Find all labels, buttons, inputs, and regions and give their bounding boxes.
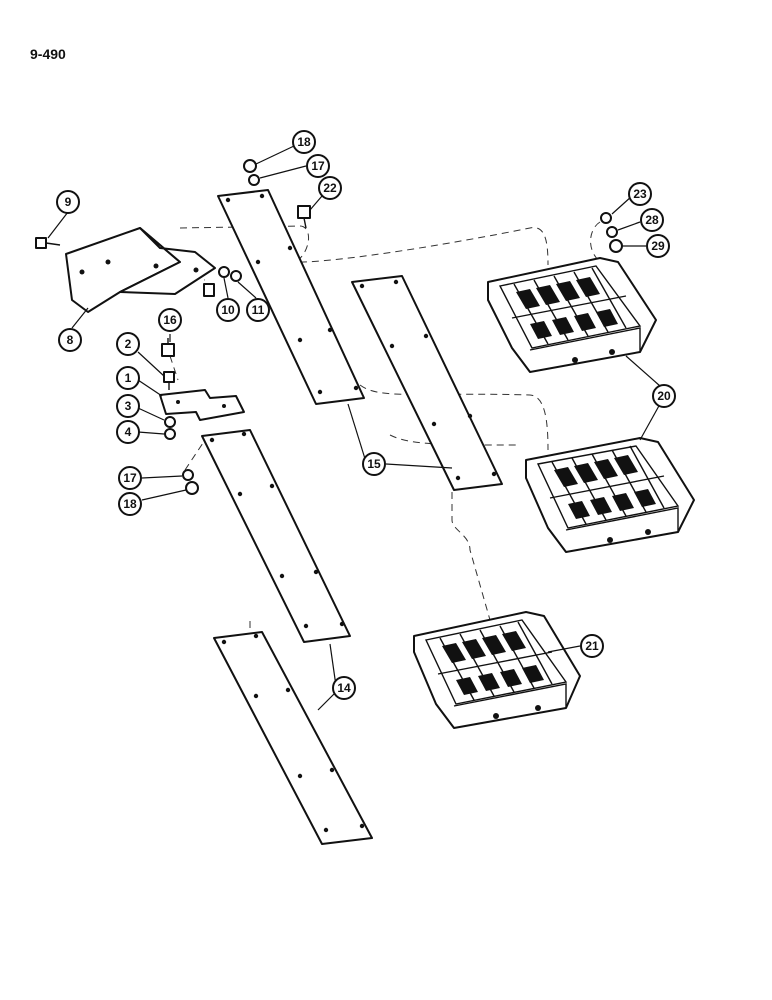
svg-text:18: 18: [297, 135, 311, 149]
nut-part-18-lower: [185, 481, 199, 495]
nut-part-29: [609, 239, 623, 253]
step-tread-part-21: [413, 611, 581, 729]
callout-16: 16: [158, 308, 182, 332]
callout-18-lower: 18: [118, 492, 142, 516]
plate-part-1: [159, 389, 245, 421]
callout-20: 20: [652, 384, 676, 408]
callout-29: 29: [646, 234, 670, 258]
bolt-part-2: [163, 371, 175, 390]
svg-text:1: 1: [125, 371, 132, 385]
pin-part-16-bracket: [203, 283, 215, 297]
svg-text:2: 2: [125, 337, 132, 351]
svg-text:4: 4: [125, 425, 132, 439]
nut-part-10: [218, 266, 230, 278]
svg-text:28: 28: [645, 213, 659, 227]
svg-text:11: 11: [252, 303, 265, 317]
svg-text:21: 21: [585, 639, 599, 653]
callout-17-upper: 17: [306, 154, 330, 178]
callout-1: 1: [116, 366, 140, 390]
callout-4: 4: [116, 420, 140, 444]
washer-part-17-upper: [248, 174, 260, 186]
svg-text:17: 17: [311, 159, 325, 173]
nut-part-11: [230, 270, 242, 282]
svg-text:17: 17: [123, 471, 137, 485]
callout-17-lower: 17: [118, 466, 142, 490]
svg-text:9: 9: [65, 195, 72, 209]
callout-14: 14: [332, 676, 356, 700]
washer-part-17-lower: [182, 469, 194, 481]
step-tread-part-20-a: [487, 257, 657, 373]
hardware-parts: [35, 159, 623, 495]
step-tread-part-20-b: [525, 437, 695, 553]
callout-8: 8: [58, 328, 82, 352]
svg-text:18: 18: [123, 497, 137, 511]
washer-part-23: [600, 212, 612, 224]
callout-3: 3: [116, 394, 140, 418]
svg-text:23: 23: [633, 187, 647, 201]
callout-11: 11: [246, 298, 270, 322]
svg-text:8: 8: [67, 333, 74, 347]
callout-28: 28: [640, 208, 664, 232]
nut-part-4: [164, 428, 176, 440]
svg-text:29: 29: [651, 239, 665, 253]
bolt-part-9: [35, 237, 61, 249]
panel-part-15-b: [351, 275, 503, 491]
callout-10: 10: [216, 298, 240, 322]
svg-text:22: 22: [323, 181, 337, 195]
callout-23: 23: [628, 182, 652, 206]
nut-part-28: [606, 226, 618, 238]
callout-21: 21: [580, 634, 604, 658]
bolt-part-22: [297, 205, 311, 229]
callouts: 9 8 16 10 11 18 17 22 2 1 3 4 17 18 15 1…: [56, 130, 676, 700]
svg-text:16: 16: [163, 313, 177, 327]
nut-part-18-upper: [243, 159, 257, 173]
panel-part-14-a: [201, 429, 351, 643]
panel-part-14-b: [213, 631, 373, 845]
bolt-part-16: [161, 338, 175, 357]
bracket-part-8: [65, 227, 216, 313]
page-number: 9-490: [30, 46, 66, 62]
callout-9: 9: [56, 190, 80, 214]
callout-22: 22: [318, 176, 342, 200]
svg-text:20: 20: [657, 389, 671, 403]
svg-text:14: 14: [337, 681, 351, 695]
panel-part-15-a: [217, 189, 365, 405]
svg-text:3: 3: [125, 399, 132, 413]
svg-text:15: 15: [367, 457, 381, 471]
nut-part-3: [164, 416, 176, 428]
svg-text:10: 10: [221, 303, 235, 317]
callout-18-upper: 18: [292, 130, 316, 154]
callout-2: 2: [116, 332, 140, 356]
callout-leaders: [47, 145, 661, 711]
callout-15: 15: [362, 452, 386, 476]
